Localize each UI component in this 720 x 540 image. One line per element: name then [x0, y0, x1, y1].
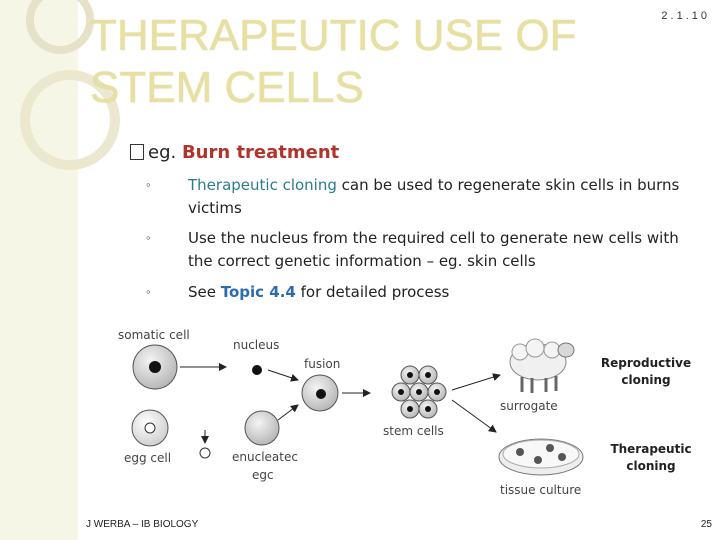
label-therapeutic-line-2: cloning — [626, 459, 676, 473]
label-therapeutic-cloning: Therapeutic cloning — [596, 441, 706, 475]
arrow-stem-to-dish — [451, 399, 497, 433]
label-somatic-cell: somatic cell — [118, 328, 190, 342]
title-line-2: STEM CELLS — [90, 63, 364, 112]
page-number: 25 — [700, 519, 712, 530]
arrow-stem-to-sheep — [451, 373, 501, 391]
sub-bullet-marker-1: ◦ — [146, 177, 151, 192]
sheep-icon — [509, 338, 575, 393]
nucleus-shape — [252, 365, 262, 375]
sub-bullet-3-highlight: Topic 4.4 — [220, 283, 296, 301]
enucleated-egg-shape — [244, 410, 280, 446]
sub-bullet-1-text: can be used to regenerate skin cells in … — [188, 176, 680, 217]
stem-cells-cluster — [391, 365, 447, 419]
slide-code: 2.1.10 — [661, 10, 710, 22]
title-line-1: THERAPEUTIC USE OF — [90, 11, 577, 60]
arrow-egg-to-fusion — [277, 404, 299, 421]
sub-bullet-1-highlight: Therapeutic cloning — [188, 176, 337, 194]
label-fusion: fusion — [304, 357, 341, 371]
label-nucleus: nucleus — [233, 338, 280, 352]
label-tissue-culture: tissue culture — [500, 483, 582, 497]
label-surrogate: surrogate — [500, 399, 558, 413]
sub-bullet-2: Use the nucleus from the required cell t… — [188, 229, 679, 270]
sub-bullet-3-text: for detailed process — [295, 283, 450, 301]
decorative-circles — [20, 0, 120, 170]
main-bullet: eg. Burn treatment — [130, 142, 339, 163]
label-enucleated-egg: enucleatec egc — [232, 448, 298, 484]
fusion-cell-shape — [301, 374, 339, 412]
label-egg-cell: egg cell — [124, 451, 172, 465]
removed-nucleus-shape — [199, 447, 211, 459]
label-reproductive-line-1: Reproductive — [600, 356, 692, 370]
sub-bullet-3: See Topic 4.4 for detailed process — [188, 281, 688, 304]
sub-bullet-marker-3: ◦ — [146, 284, 151, 299]
sub-bullet-1: Therapeutic cloning can be used to regen… — [188, 174, 688, 220]
arrow-nucleus-to-fusion — [267, 369, 299, 382]
label-enucleated-egg-line-2: egc — [252, 468, 274, 482]
somatic-cell-shape — [132, 344, 178, 390]
slide-title: THERAPEUTIC USE OF STEM CELLS — [90, 10, 650, 114]
petri-dish-icon — [498, 438, 584, 476]
sub-bullet-marker-2: ◦ — [146, 230, 151, 245]
main-bullet-prefix: eg. — [148, 142, 182, 163]
label-reproductive-cloning: Reproductive cloning — [590, 355, 702, 389]
footer-author: J WERBA – IB BIOLOGY — [86, 519, 199, 530]
label-therapeutic-line-1: Therapeutic — [610, 442, 692, 456]
label-stem-cells: stem cells — [383, 424, 444, 438]
label-reproductive-line-2: cloning — [621, 373, 671, 387]
egg-cell-shape — [131, 409, 169, 447]
bullet-box-icon — [130, 144, 144, 160]
sub-bullet-3-prefix: See — [188, 283, 221, 301]
main-bullet-highlight: Burn treatment — [181, 142, 340, 163]
label-enucleated-egg-line-1: enucleatec — [232, 450, 298, 464]
